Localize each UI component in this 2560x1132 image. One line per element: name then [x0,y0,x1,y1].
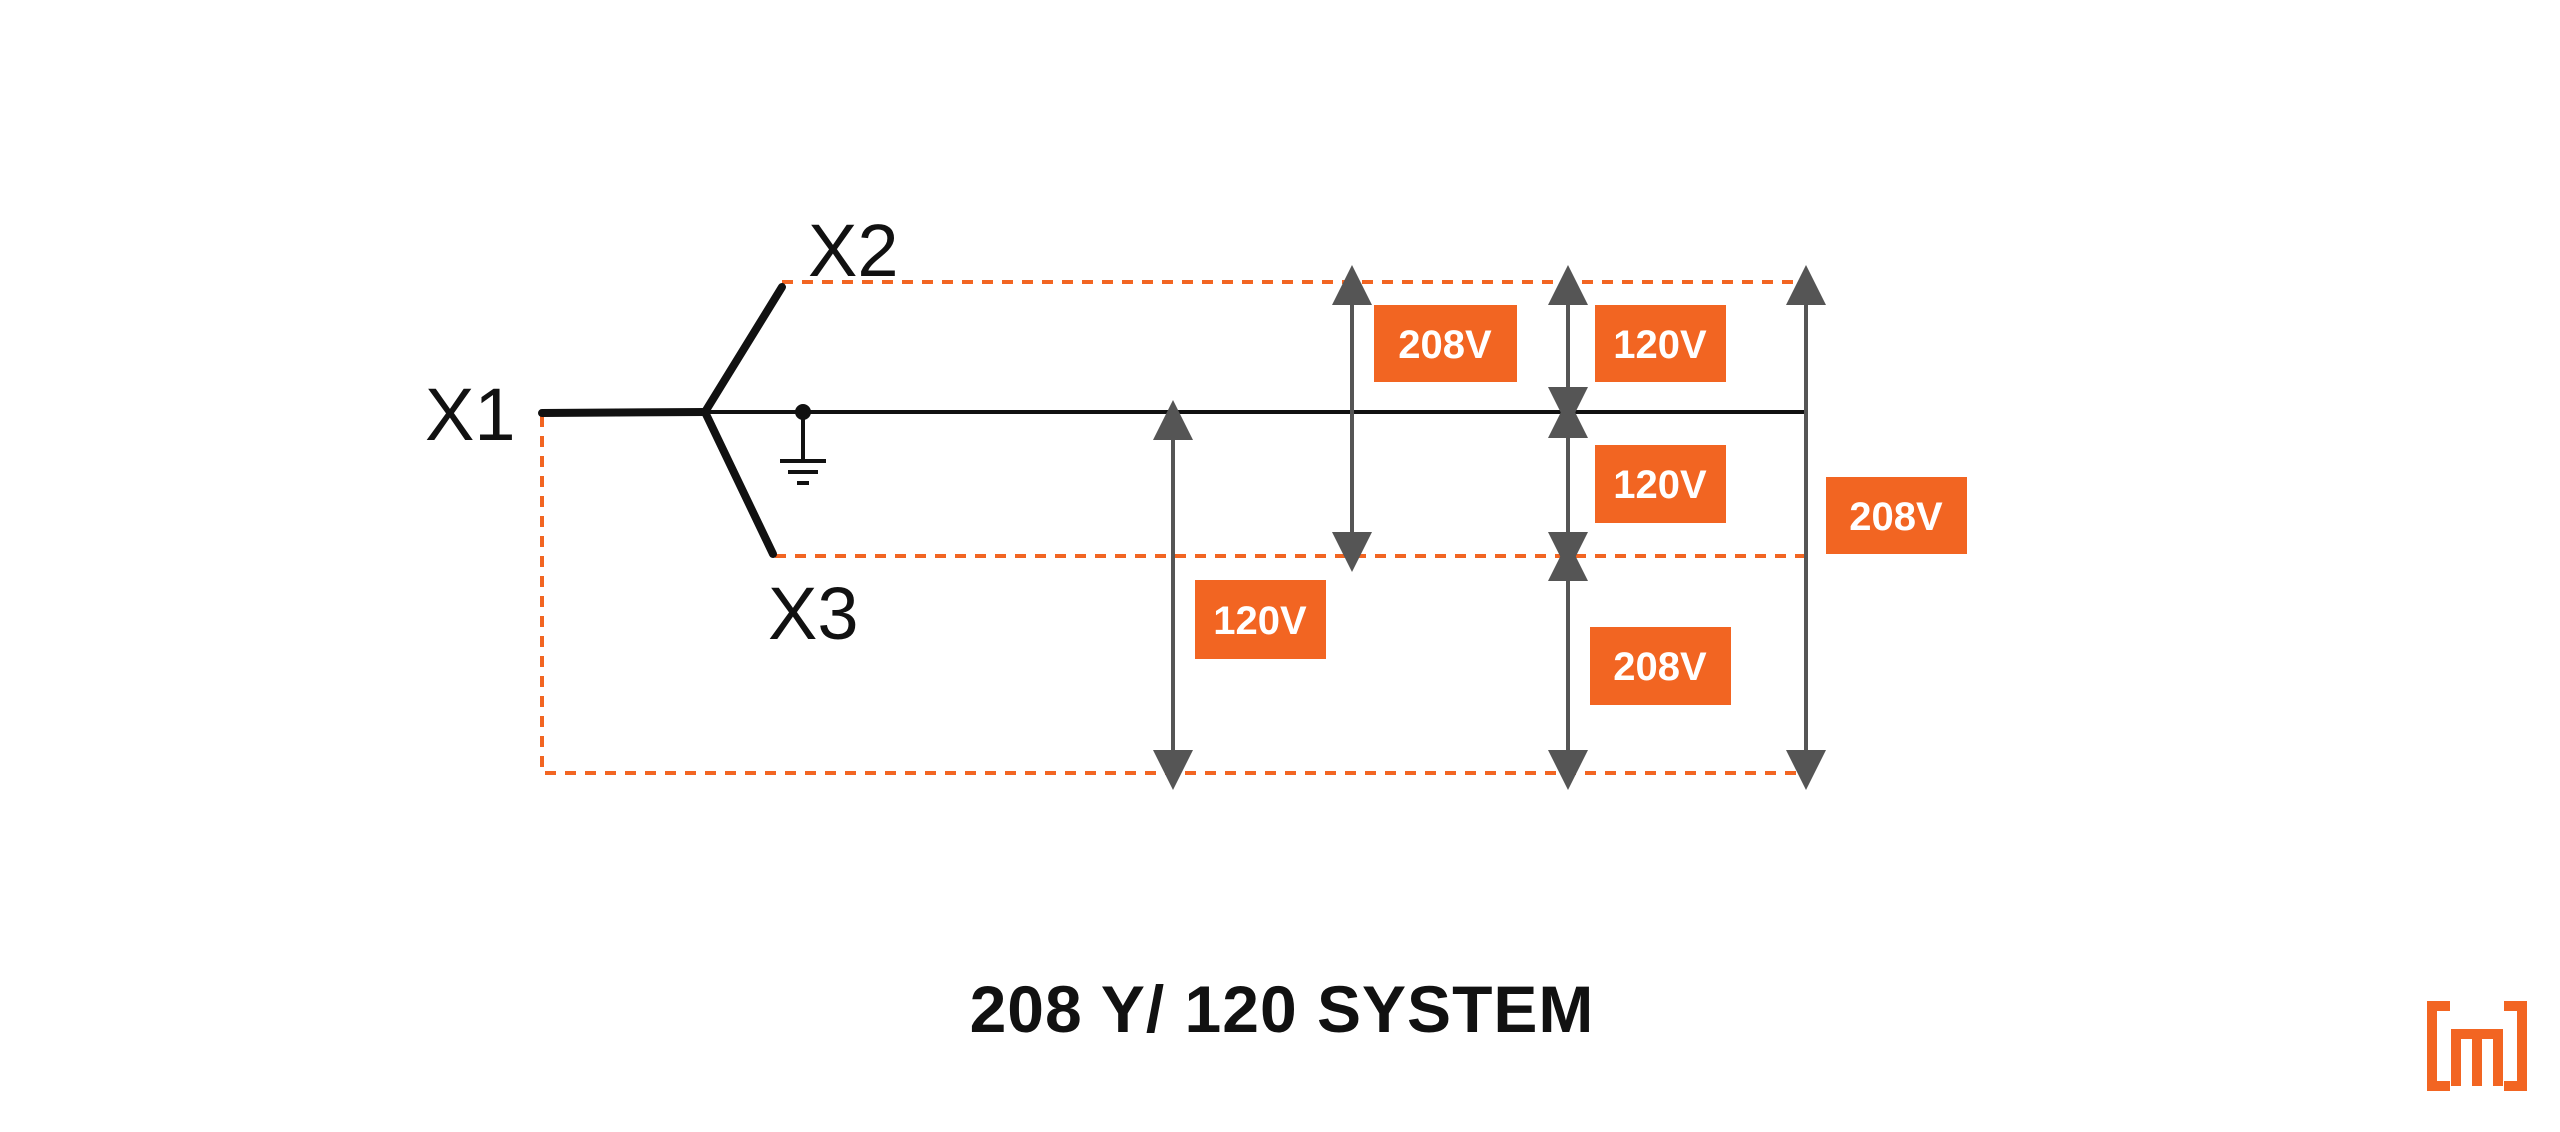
terminal-x3-label: X3 [768,572,859,655]
svg-text:120V: 120V [1613,463,1707,507]
svg-text:208V: 208V [1398,323,1492,367]
svg-text:120V: 120V [1613,323,1707,367]
svg-text:208V: 208V [1849,495,1943,539]
terminal-x2-label: X2 [808,209,899,292]
voltage-badge-x1-neutral: 120V [1195,580,1326,659]
phase-boundaries [540,280,1806,775]
terminal-x1-label: X1 [425,373,516,456]
x3-leg [701,408,777,558]
voltage-badge-neutral-x3: 120V [1595,445,1726,523]
measurement-arrows [1153,265,1826,790]
diagram-title: 208 Y/ 120 SYSTEM [970,972,1595,1046]
ground-icon [780,404,826,485]
svg-text:208V: 208V [1613,645,1707,689]
x2-leg [701,283,786,416]
voltage-badge-x2-neutral: 120V [1595,305,1726,382]
voltage-badge-x3-x1: 208V [1590,627,1731,705]
voltage-badge-x2-x1: 208V [1826,477,1967,554]
svg-text:120V: 120V [1213,599,1307,643]
voltage-badge-x2-x3: 208V [1374,305,1517,382]
x1-leg [538,408,709,417]
brand-logo-icon [2427,1001,2527,1091]
wye-winding [538,283,1808,558]
